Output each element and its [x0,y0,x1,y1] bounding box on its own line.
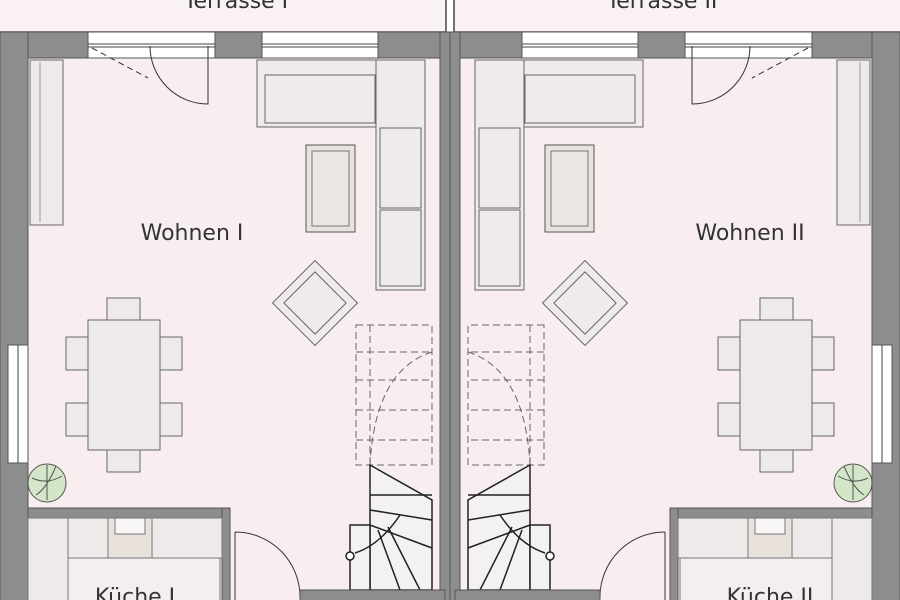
unit-left [0,0,451,600]
room-label-kitchen-right: Küche II [726,585,814,600]
unit-right [449,0,900,600]
room-label-living-left: Wohnen I [140,221,244,246]
room-label-terrace-right: Terrasse II [606,0,718,14]
room-label-terrace-left: Terrasse I [183,0,289,14]
room-label-kitchen-left: Küche I [94,585,176,600]
room-label-living-right: Wohnen II [695,221,805,246]
